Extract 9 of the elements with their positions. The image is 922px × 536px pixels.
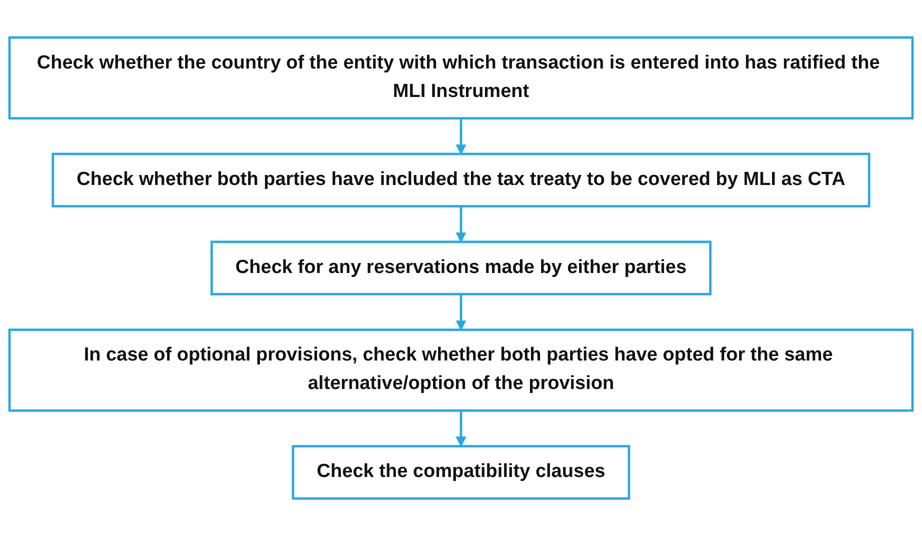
node-box: Check whether the country of the entity with which transaction is entered into has ratified the MLI Instrument (8, 36, 914, 120)
arrow (456, 206, 466, 242)
arrow (456, 410, 466, 447)
node-box: Check the compatibility clauses (292, 445, 630, 500)
arrow (456, 294, 466, 330)
node-box: Check whether both parties have included the tax treaty to be covered by MLI as CTA (52, 152, 870, 208)
node-box: Check for any reservations made by either parties (210, 240, 712, 296)
node-box: In case of optional provisions, check whether both parties have opted for the same alternative/option of the provision (8, 328, 914, 412)
arrow (456, 118, 466, 154)
